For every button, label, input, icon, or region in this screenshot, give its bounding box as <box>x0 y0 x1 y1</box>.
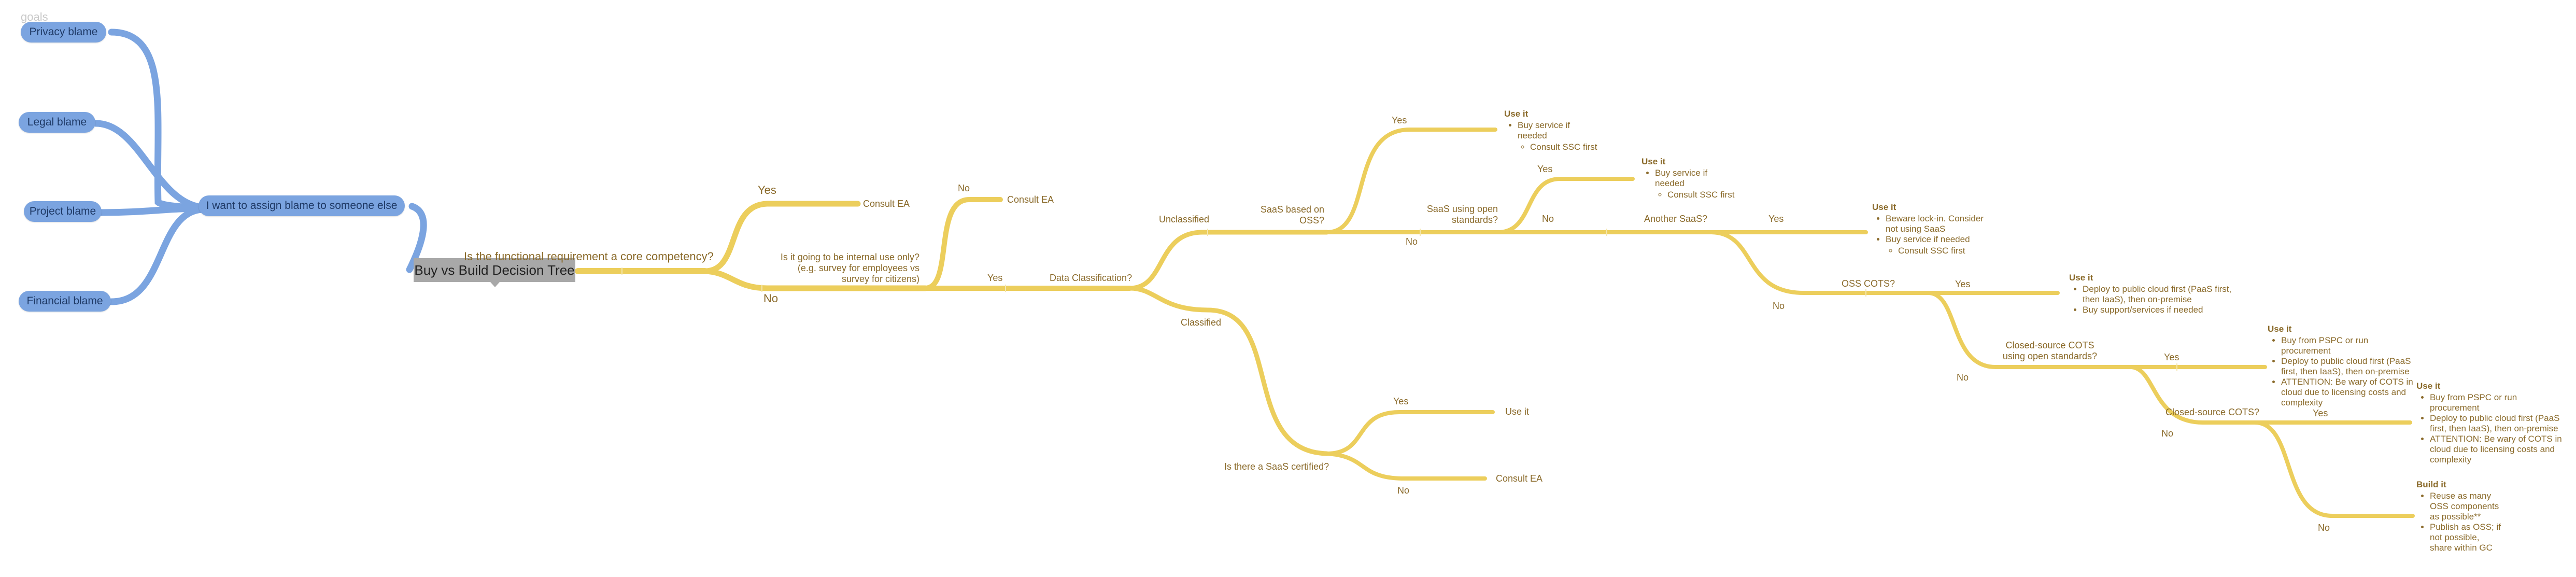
question-saas-certified: Is there a SaaS certified? <box>1224 461 1329 472</box>
question-core-competency: Is the functional requirement a core com… <box>464 250 714 263</box>
question-another-saas: Another SaaS? <box>1644 214 1708 224</box>
answer-no-closed-open: No <box>2161 428 2174 439</box>
assign-blame-hub-node[interactable]: I want to assign blame to someone else <box>199 195 405 216</box>
outcome-use-it-oss-cots: Use it Deploy to public cloud first (Paa… <box>2069 273 2266 315</box>
answer-no-saas-certified: No <box>1397 485 1410 496</box>
question-data-classification: Data Classification? <box>1050 273 1133 283</box>
answer-yes-core: Yes <box>758 184 776 196</box>
answer-no-closed-cots: No <box>2318 523 2330 533</box>
pipe-ticks <box>621 229 2177 371</box>
branch-unclassified: Unclassified <box>1159 214 1210 224</box>
answer-yes-another-saas: Yes <box>1768 214 1784 224</box>
question-oss-cots: OSS COTS? <box>1842 278 1895 289</box>
corner-mark: goals <box>21 10 48 23</box>
project-blame-node[interactable]: Project blame <box>24 201 102 222</box>
question-saas-oss: SaaS based on OSS? <box>1260 204 1324 226</box>
answer-yes-closed-open: Yes <box>2164 352 2179 362</box>
root-collapse-marker[interactable] <box>490 282 500 287</box>
outcome-use-it-certified: Use it <box>1505 406 1530 417</box>
answer-no-another-saas: No <box>1773 301 1785 311</box>
answer-no-oss-cots: No <box>1957 372 1969 383</box>
question-closed-source-open-standards: Closed-source COTS using open standards? <box>2002 340 2098 361</box>
question-internal-use: Is it going to be internal use only? (e.… <box>780 252 919 284</box>
privacy-blame-node[interactable]: Privacy blame <box>21 22 106 43</box>
answer-yes-closed-cots: Yes <box>2313 408 2328 418</box>
financial-blame-node[interactable]: Financial blame <box>19 291 111 312</box>
answer-no-core: No <box>763 292 779 305</box>
answer-no-saas-open: No <box>1542 214 1554 224</box>
root-topic[interactable]: Buy vs Build Decision Tree <box>414 258 575 282</box>
outcome-consult-ea-3: Consult EA <box>1496 473 1543 484</box>
outcome-consult-ea-2: Consult EA <box>1007 194 1054 205</box>
question-saas-open-standards: SaaS using open standards? <box>1426 204 1498 225</box>
legal-blame-node[interactable]: Legal blame <box>19 112 95 133</box>
answer-yes-internal: Yes <box>987 273 1003 283</box>
question-closed-source-cots: Closed-source COTS? <box>2165 407 2260 417</box>
blame-connectors <box>92 29 427 305</box>
branch-classified: Classified <box>1181 317 1222 328</box>
answer-no-internal: No <box>958 183 970 193</box>
answer-yes-oss-cots: Yes <box>1955 279 1971 289</box>
tree-connectors <box>575 128 2415 518</box>
answer-no-saas-oss: No <box>1406 236 1418 247</box>
answer-yes-saas-oss: Yes <box>1392 115 1407 125</box>
answer-yes-saas-open: Yes <box>1537 164 1553 174</box>
answer-yes-saas-certified: Yes <box>1393 396 1409 406</box>
outcome-consult-ea-1: Consult EA <box>863 199 910 209</box>
